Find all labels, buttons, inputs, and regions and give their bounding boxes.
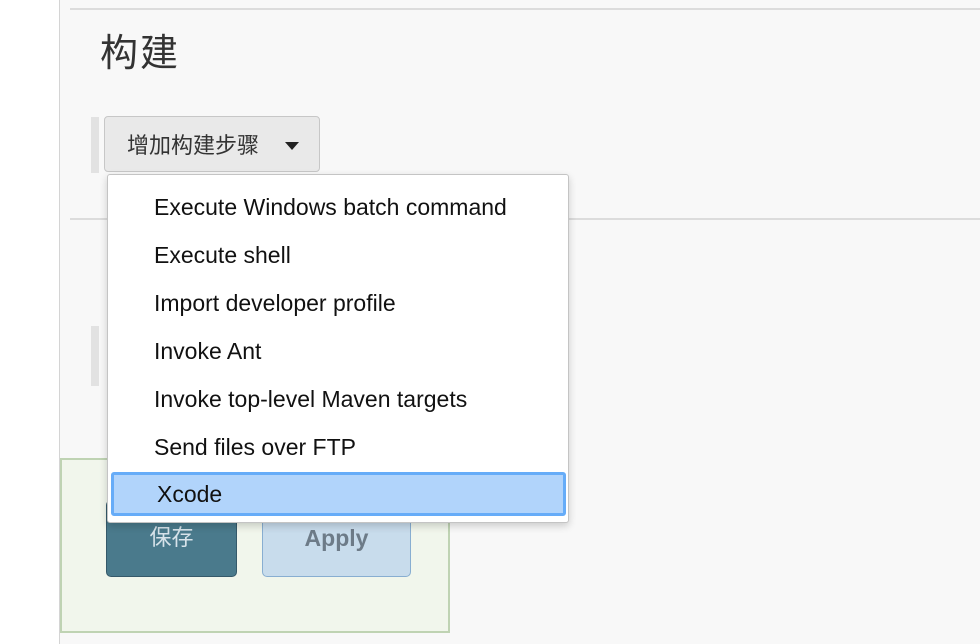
- menu-item-import-developer-profile[interactable]: Import developer profile: [154, 289, 396, 316]
- menu-item-send-files-ftp[interactable]: Send files over FTP: [154, 433, 356, 460]
- menu-item-invoke-maven[interactable]: Invoke top-level Maven targets: [154, 385, 468, 412]
- menu-item-execute-windows-batch[interactable]: Execute Windows batch command: [154, 193, 507, 220]
- add-build-step-label: 增加构建步骤: [127, 134, 260, 159]
- section-title: 构建: [100, 31, 181, 75]
- menu-item-xcode[interactable]: Xcode: [111, 472, 566, 516]
- drag-handle[interactable]: [91, 117, 99, 173]
- menu-item-invoke-ant[interactable]: Invoke Ant: [154, 337, 262, 364]
- caret-down-icon: [285, 142, 299, 150]
- drag-handle-secondary[interactable]: [91, 326, 99, 386]
- section-divider-top: [70, 8, 980, 10]
- menu-item-execute-shell[interactable]: Execute shell: [154, 241, 291, 268]
- build-step-dropdown-menu: Execute Windows batch command Execute sh…: [107, 174, 569, 523]
- add-build-step-button[interactable]: 增加构建步骤: [104, 116, 320, 172]
